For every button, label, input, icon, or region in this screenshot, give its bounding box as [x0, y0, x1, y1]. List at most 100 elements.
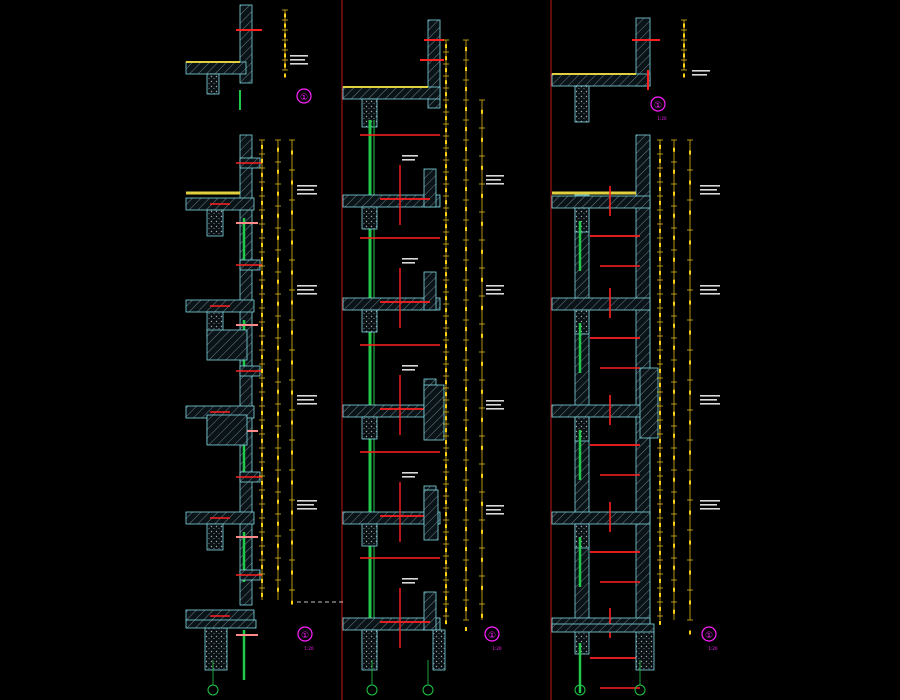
dim-inner-col2-text	[445, 104, 447, 109]
dim-outer-col3-text	[689, 390, 691, 395]
spandrel-col2	[423, 271, 437, 311]
beam-col3	[574, 629, 590, 655]
dim-inner-col3-text	[659, 172, 661, 177]
note-col1	[297, 403, 317, 405]
dim-mid-col3-text	[673, 169, 675, 174]
dim-inner-col3-text	[659, 382, 661, 387]
dim-mid-col1-text	[277, 587, 279, 592]
dim-outer-col1-text	[291, 150, 293, 155]
dim-inner-col1-text	[261, 368, 263, 373]
axis-bubble-col2a	[366, 660, 378, 696]
dim-mid-col1-text	[277, 455, 279, 460]
dim-inner-col3-text	[659, 452, 661, 457]
beam-col3	[574, 523, 590, 549]
dim-mid-col2-text	[465, 207, 467, 211]
wall-top-col2	[427, 19, 441, 109]
dim-mid-col3-text	[673, 147, 675, 152]
detail-tag-col1-top: ①	[296, 88, 312, 104]
bay-col1	[206, 329, 248, 361]
dim-inner-col1-text	[261, 480, 263, 485]
dim-outer-col1-text	[291, 450, 293, 455]
dim-inner-col3-text	[659, 494, 661, 499]
dim-mid-col3-text	[673, 323, 675, 328]
dim-inner-col2-text	[445, 344, 447, 349]
dim-mid-col1-text	[277, 521, 279, 526]
dim-outer-col2-text	[481, 473, 483, 478]
dim-outer-col2-text	[481, 557, 483, 562]
dim-outer-col2-text	[481, 221, 483, 226]
dim-inner-col2-text	[445, 116, 447, 121]
note-col3	[700, 403, 720, 405]
beam-col2	[361, 309, 378, 333]
dim-mid-col2-text	[465, 147, 467, 151]
note-col2	[486, 293, 504, 295]
dim-inner-col2-text	[445, 524, 447, 529]
note-col1	[297, 289, 314, 291]
dim-outer-col2-text	[481, 305, 483, 310]
dim-inner-col3-text	[659, 242, 661, 247]
slab-col3	[551, 195, 651, 209]
dim-inner-col1-text	[261, 536, 263, 541]
dim-outer-col2-text	[481, 585, 483, 590]
dim-inner-col2-text	[445, 212, 447, 217]
dim-inner-col3-text	[659, 522, 661, 527]
dim-inner-col2-text	[445, 224, 447, 229]
dim-inner-col2-text	[445, 128, 447, 133]
dim-outer-col2-text	[481, 361, 483, 366]
dim-inner-col3-text	[659, 284, 661, 289]
dim-inner-col1-text	[261, 592, 263, 597]
dim-mid-col1-text	[277, 235, 279, 240]
dim-top-col3-text	[683, 33, 685, 38]
dim-inner-col2-text	[445, 308, 447, 313]
dim-outer-col1-text	[291, 570, 293, 575]
dim-inner-col3-text	[659, 214, 661, 219]
note-col2	[402, 258, 418, 260]
foundation-col2	[361, 629, 378, 671]
dim-inner-col2-text	[445, 44, 447, 49]
beam-col2	[361, 206, 378, 230]
dim-inner-col1-text	[261, 578, 263, 583]
beam-col3	[574, 309, 590, 335]
beam-top-col1	[206, 73, 220, 95]
dim-inner-col3-text	[659, 312, 661, 317]
axis-bubble-col1	[207, 660, 219, 696]
dim-inner-col1-text	[261, 466, 263, 471]
dim-outer-col3-text	[689, 480, 691, 485]
dim-outer-col1-text	[291, 600, 293, 605]
detail-tag-col1-bottom-text: ①	[301, 631, 309, 641]
slab-col2	[342, 511, 441, 525]
dim-outer-col2-text	[481, 445, 483, 450]
note-col2	[402, 582, 415, 584]
dim-outer-col2-text	[481, 137, 483, 142]
note-col1	[297, 293, 317, 295]
detail-tag-col2-bottom-text: ①	[488, 631, 496, 641]
dim-outer-col1-text	[291, 390, 293, 395]
dim-inner-col3-text	[659, 340, 661, 345]
dim-inner-col2-text	[445, 320, 447, 325]
dim-mid-col2-text	[465, 247, 467, 251]
dim-mid-col3-text	[673, 411, 675, 416]
note-col2	[486, 509, 501, 511]
axis-bubble-col3b	[634, 660, 646, 696]
note-col3	[700, 508, 720, 510]
dim-outer-col3-text	[689, 300, 691, 305]
dim-top-col1-text	[284, 73, 286, 78]
dim-inner-col2-text	[445, 92, 447, 97]
dim-mid-col3-text	[673, 499, 675, 504]
slab-col2	[342, 617, 441, 631]
beam-top-col3	[574, 85, 590, 123]
dim-top-col1-text	[284, 43, 286, 48]
dim-inner-col3-text	[659, 508, 661, 513]
dim-mid-col2-text	[465, 627, 467, 631]
dim-mid-col3-text	[673, 455, 675, 460]
dim-mid-col3-text	[673, 389, 675, 394]
wall-section-column-2	[342, 19, 504, 671]
detail-tag-col2-bottom: ① 1:20	[484, 626, 502, 651]
dim-mid-col1-text	[277, 257, 279, 262]
bay-col2	[423, 489, 439, 541]
dim-inner-col3-text	[659, 144, 661, 149]
dim-outer-col1-text	[291, 300, 293, 305]
dim-inner-col3-text	[659, 550, 661, 555]
dim-inner-col2-text	[445, 452, 447, 457]
